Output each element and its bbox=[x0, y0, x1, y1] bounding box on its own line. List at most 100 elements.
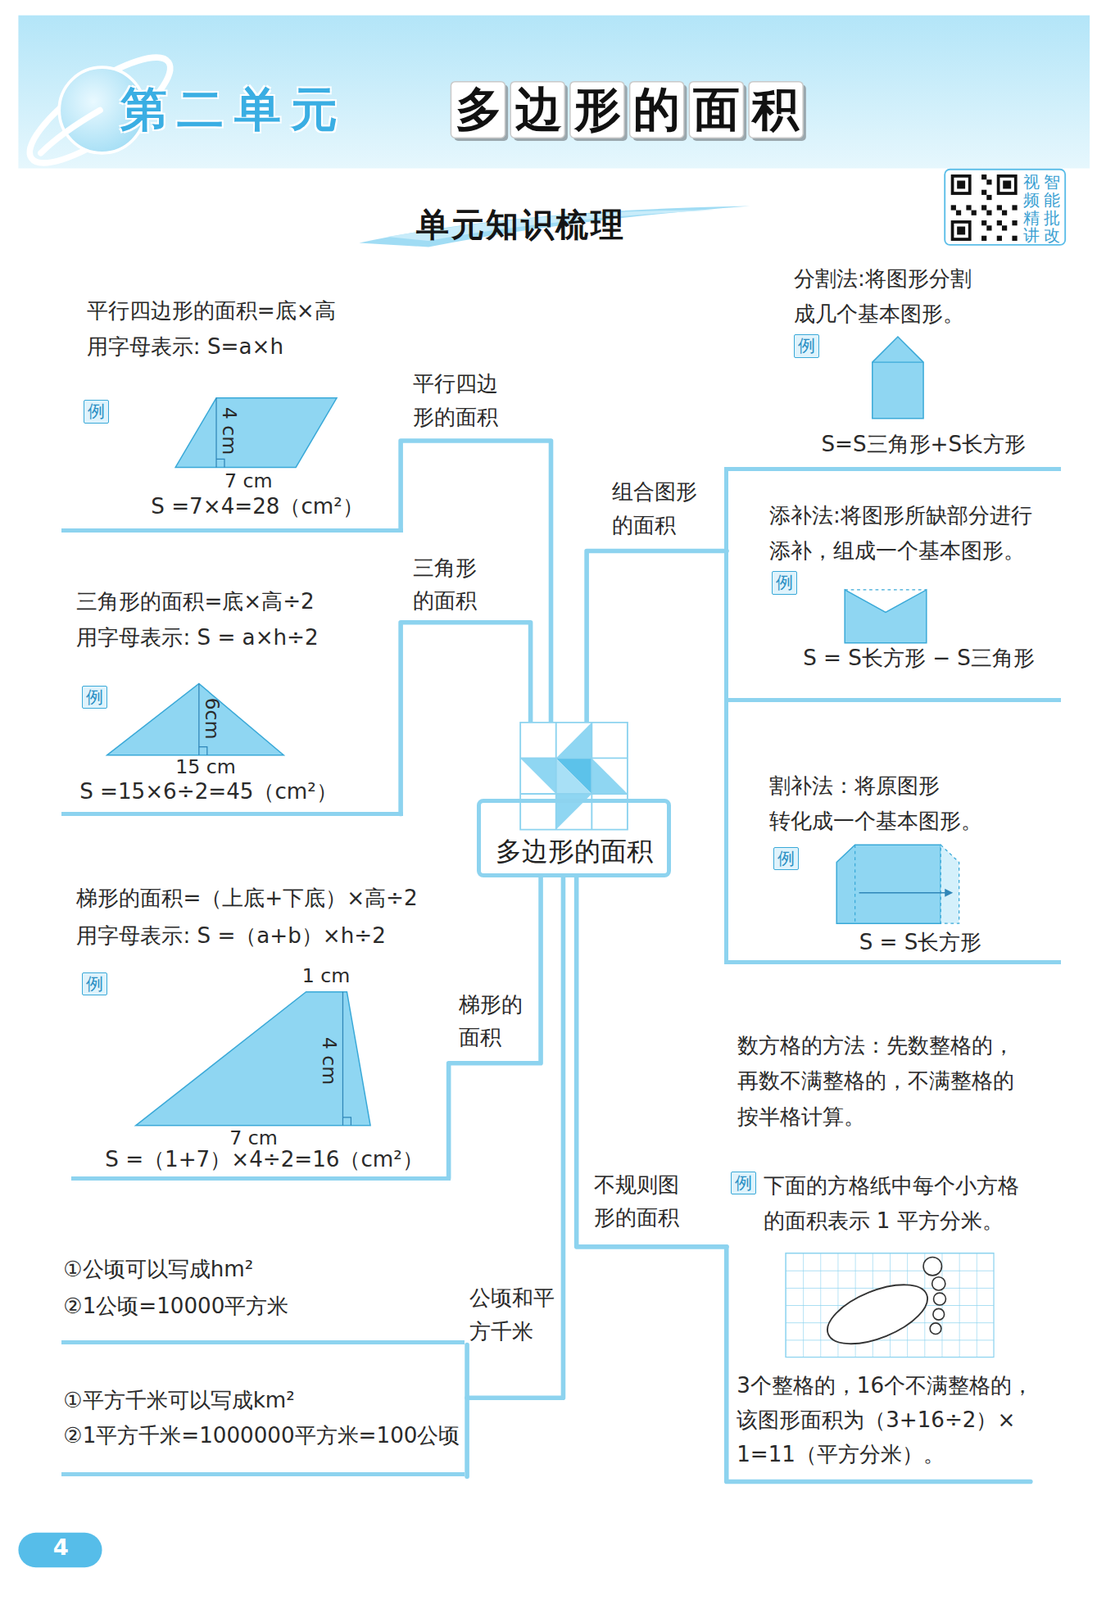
figure-part bbox=[215, 398, 217, 468]
figure-part bbox=[859, 892, 948, 893]
branch-connector bbox=[466, 877, 563, 1398]
figure-part bbox=[933, 1308, 945, 1320]
figure-part bbox=[854, 844, 856, 924]
figure-part bbox=[342, 1117, 351, 1126]
note-text: 数方格的方法：先数整格的， 再数不满整格的，不满整格的 按半格计算。 bbox=[737, 1028, 1025, 1134]
figure-part bbox=[844, 589, 927, 590]
figure-part bbox=[18, 1532, 102, 1568]
figure-part bbox=[932, 1277, 946, 1291]
dimension-label: 15 cm bbox=[175, 755, 236, 779]
qr-cell bbox=[1011, 235, 1017, 241]
formula-text: S = S长方形 − S三角形 bbox=[802, 645, 1035, 671]
note-text: 3个整格的，16个不满整格的， 该图形面积为（3+16÷2）× 1=11（平方分… bbox=[736, 1368, 1041, 1473]
central-topic-text: 多边形的面积 bbox=[495, 835, 653, 868]
topic-panel: ①公顷可以写成hm² ②1公顷=10000平方米 bbox=[61, 1252, 465, 1345]
figure-part bbox=[944, 169, 1066, 245]
qr-cell bbox=[986, 179, 992, 185]
formula-text: S =15×6÷2=45（cm²） bbox=[79, 779, 338, 805]
figure-part bbox=[872, 336, 924, 419]
topic-panel: 例平行四边 形的面积平行四边形的面积=底×高用字母表示: S=a×h4 cm7 … bbox=[61, 285, 404, 533]
fact-text: ①公顷可以写成hm² bbox=[63, 1256, 254, 1283]
qr-cell bbox=[997, 220, 1002, 226]
fill-in-figure bbox=[844, 589, 927, 644]
note-text: 下面的方格纸中每个小方格 的面积表示 1 平方分米。 bbox=[763, 1168, 1034, 1239]
topic-panel: 例分割法:将图形分割 成几个基本图形。S=S三角形+S长方形 bbox=[724, 254, 1061, 472]
example-badge: 例 bbox=[773, 847, 799, 871]
dimension-label: 7 cm bbox=[224, 469, 273, 493]
example-badge: 例 bbox=[793, 334, 820, 358]
qr-caption: 视频精讲 bbox=[1023, 173, 1040, 246]
triangle-figure bbox=[107, 684, 284, 756]
split-figure bbox=[872, 336, 924, 419]
figure-part bbox=[956, 180, 966, 189]
formula-text: 平行四边形的面积=底×高 bbox=[86, 298, 336, 324]
qr-cell bbox=[997, 204, 1002, 210]
formula-text: S =（1+7）×4÷2=16（cm²） bbox=[104, 1146, 424, 1173]
fact-text: ①平方千米可以写成km² bbox=[63, 1387, 295, 1414]
figure-part bbox=[819, 1272, 936, 1356]
figure-part bbox=[952, 176, 971, 194]
formula-text: S =7×4=28（cm²） bbox=[150, 494, 363, 520]
figure-part bbox=[18, 15, 1090, 169]
branch-connector bbox=[448, 877, 541, 1179]
figure-part bbox=[591, 757, 628, 794]
topic-panel: ①平方千米可以写成km² ②1平方千米=1000000平方米=100公顷 bbox=[61, 1377, 465, 1477]
figure-part bbox=[940, 844, 959, 924]
header-band bbox=[16, 15, 1090, 181]
example-mark: 例 bbox=[87, 400, 105, 422]
branch-label: 梯形的 面积 bbox=[458, 988, 532, 1055]
topic-group: ①公顷可以写成hm² ②1公顷=10000平方米 ①平方千米可以写成km² ②1平方千… bbox=[61, 1250, 470, 1480]
figure-part bbox=[199, 747, 208, 756]
qr-cell bbox=[1011, 204, 1017, 210]
figure-part bbox=[135, 992, 371, 1126]
figure-part bbox=[929, 1323, 942, 1335]
figure-part bbox=[358, 206, 750, 248]
figure-part bbox=[556, 722, 593, 759]
cut-fill-figure bbox=[836, 844, 959, 924]
fact-text: ②1公顷=10000平方米 bbox=[63, 1293, 289, 1320]
note-text: 割补法：将原图形 转化成一个基本图形。 bbox=[769, 768, 993, 839]
figure-part bbox=[872, 362, 924, 363]
figure-part bbox=[956, 226, 966, 236]
fact-text: ②1平方千米=1000000平方米=100公顷 bbox=[63, 1423, 460, 1449]
note-text: 添补法:将图形所缺部分进行 添补，组成一个基本图形。 bbox=[769, 498, 1048, 569]
formula-text: 梯形的面积=（上底+下底）×高÷2 bbox=[76, 885, 418, 912]
figure-part bbox=[107, 684, 284, 756]
figure-part bbox=[556, 757, 593, 794]
topic-group: 例分割法:将图形分割 成几个基本图形。S=S三角形+S长方形例添补法:将图形所缺… bbox=[724, 254, 1061, 965]
qr-cell bbox=[1001, 225, 1007, 231]
figure-part bbox=[520, 722, 628, 830]
page-number: 4 bbox=[53, 1535, 69, 1560]
example-badge: 例 bbox=[771, 571, 798, 594]
qr-cell bbox=[997, 235, 1002, 241]
example-mark: 例 bbox=[775, 571, 794, 594]
qr-code bbox=[944, 169, 1066, 245]
topic-panel: 例梯形的 面积梯形的面积=（上底+下底）×高÷2用字母表示: S =（a+b）×… bbox=[71, 877, 451, 1181]
qr-code-cells bbox=[951, 174, 1018, 241]
example-mark: 例 bbox=[734, 1172, 753, 1194]
trapezoid-figure bbox=[135, 992, 371, 1126]
qr-cell bbox=[986, 210, 992, 216]
formula-text: 用字母表示: S =（a+b）×h÷2 bbox=[76, 923, 386, 949]
figure-part bbox=[785, 1253, 994, 1358]
dimension-label: 7 cm bbox=[229, 1126, 278, 1150]
qr-cell bbox=[1001, 210, 1007, 216]
qr-cell bbox=[981, 204, 987, 210]
figure-part bbox=[40, 110, 100, 154]
qr-cell bbox=[986, 194, 992, 200]
qr-cell bbox=[1011, 220, 1017, 226]
qr-cell bbox=[951, 204, 957, 210]
figure-part bbox=[198, 684, 200, 756]
topic-panel: 例三角形 的面积三角形的面积=底×高÷2用字母表示: S = a×h÷26cm1… bbox=[61, 581, 404, 816]
figure-part bbox=[175, 398, 337, 468]
example-mark: 例 bbox=[86, 973, 104, 995]
subtitle-swoosh bbox=[358, 206, 750, 248]
figure-part bbox=[933, 1292, 947, 1306]
formula-text: 用字母表示: S = a×h÷2 bbox=[76, 625, 318, 651]
branch-label: 组合图形 的面积 bbox=[611, 475, 707, 542]
formula-text: S = S长方形 bbox=[859, 929, 983, 956]
qr-cell bbox=[956, 210, 961, 216]
figure-part bbox=[1002, 180, 1011, 189]
